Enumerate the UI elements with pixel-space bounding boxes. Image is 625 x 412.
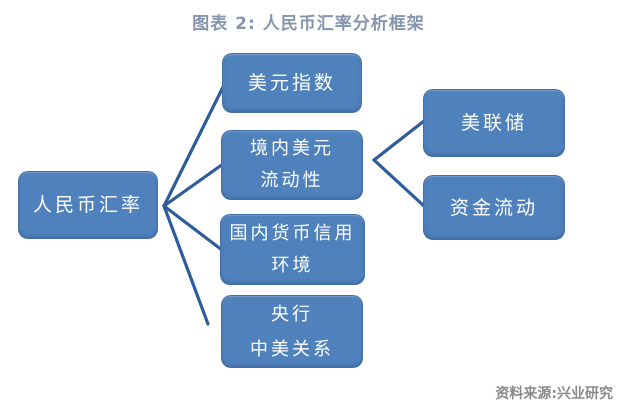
connector-root-dollar-index bbox=[162, 83, 226, 208]
connector-root-money-credit-env bbox=[162, 204, 224, 252]
source-note: 资料来源:兴业研究 bbox=[495, 386, 613, 402]
node-label-line-2: 流动性 bbox=[260, 170, 324, 191]
node-label-line-1: 境内美元 bbox=[250, 138, 334, 159]
node-pboc-us-china-relations: 央行 中美关系 bbox=[221, 295, 363, 368]
connector-root-dollar-liquidity bbox=[162, 162, 225, 208]
node-label: 资金流动 bbox=[449, 196, 538, 219]
node-rmb-exchange-rate: 人民币汇率 bbox=[18, 171, 158, 239]
node-label: 美元指数 bbox=[247, 72, 336, 94]
node-dollar-index: 美元指数 bbox=[222, 53, 362, 113]
connector-liquidity-capital-flows bbox=[372, 158, 426, 208]
node-label-line-1: 国内货币信用 bbox=[229, 222, 356, 244]
node-domestic-dollar-liquidity: 境内美元 流动性 bbox=[221, 130, 363, 200]
node-label: 人民币汇率 bbox=[32, 194, 143, 216]
node-federal-reserve: 美联储 bbox=[423, 89, 565, 157]
node-label: 美联储 bbox=[460, 112, 527, 134]
node-label-line-2: 中美关系 bbox=[250, 338, 334, 360]
connector-root-pboc-relations bbox=[162, 204, 210, 326]
node-capital-flows: 资金流动 bbox=[423, 175, 565, 240]
node-label-line-2: 环境 bbox=[271, 254, 314, 276]
node-label-line-1: 央行 bbox=[271, 303, 313, 325]
node-domestic-money-credit-environment: 国内货币信用 环境 bbox=[220, 214, 365, 285]
chart-title: 图表 2: 人民币汇率分析框架 bbox=[192, 14, 425, 34]
connector-liquidity-fed bbox=[372, 119, 426, 162]
